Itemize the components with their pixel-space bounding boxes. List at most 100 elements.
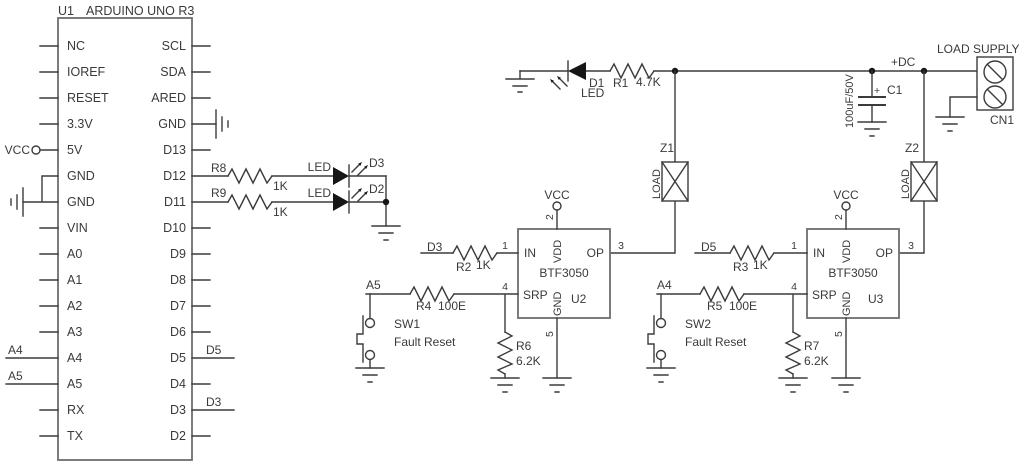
ground-icon <box>355 367 385 383</box>
pin-label-d5: D5 <box>170 351 186 365</box>
u2-pin3-number: 3 <box>618 240 624 252</box>
dc-net-label: +DC <box>891 55 916 69</box>
supply-rail: D1 LED R1 4.7K +DC <box>505 55 978 100</box>
pin-label-ioref: IOREF <box>67 65 106 79</box>
r2-value: 1K <box>476 258 491 272</box>
pin-label-vin: VIN <box>67 221 88 235</box>
pushbutton-icon <box>647 315 655 363</box>
pin-label-nc: NC <box>67 39 85 53</box>
capacitor-c1: + C1 100uF/50V <box>844 70 903 137</box>
vcc-net-label: VCC <box>544 188 570 202</box>
u2-pin1-number: 1 <box>502 240 508 252</box>
gnd-wires <box>22 175 59 203</box>
net-a4-u1: A4 <box>5 343 59 359</box>
cn1-refdes: CN1 <box>990 113 1014 127</box>
u3-gnd-label: GND <box>841 292 853 317</box>
switch-contact-icon <box>364 349 376 361</box>
ground-icon <box>215 109 229 139</box>
load-z2: Z2 LOAD <box>898 70 938 254</box>
pin-label-5v: 5V <box>67 143 83 157</box>
resistor-r9-icon <box>227 193 273 211</box>
r7-value: 6.2K <box>804 354 829 368</box>
ground-icon <box>542 377 572 393</box>
u3-pin5-number: 5 <box>833 331 845 337</box>
u3-pin2-number: 2 <box>833 214 845 220</box>
r9-refdes: R9 <box>211 186 227 200</box>
load-z1: Z1 LOAD <box>609 70 689 254</box>
gnd-left-u1 <box>10 175 59 217</box>
pin-label-gnd1: GND <box>67 169 95 183</box>
u3-input-network: D5 R3 1K A4 R5 100E R7 6.2K <box>656 240 829 393</box>
z2-label: LOAD <box>900 169 912 199</box>
pin-label-tx: TX <box>67 429 84 443</box>
sw2-label: Fault Reset <box>685 335 747 349</box>
pin-label-d12: D12 <box>163 169 186 183</box>
resistor-r6-icon <box>496 331 514 375</box>
pin-label-scl: SCL <box>162 39 186 53</box>
wires <box>365 293 519 379</box>
u3-op-label: OP <box>876 246 893 260</box>
switch-contact-icon <box>655 349 667 361</box>
z2-wires <box>898 70 925 254</box>
z1-label: LOAD <box>651 169 663 199</box>
pin-label-gnd2: GND <box>67 195 95 209</box>
net-d5-u1: D5 <box>191 343 235 359</box>
a5-net-label: A5 <box>366 278 381 292</box>
wires <box>656 293 808 379</box>
load-x-icon <box>661 161 689 202</box>
u3-pin3-number: 3 <box>908 240 914 252</box>
pin-label-d2: D2 <box>170 429 186 443</box>
u2-pin5-number: 5 <box>544 331 556 337</box>
vcc-net-label: VCC <box>5 143 31 157</box>
r3-refdes: R3 <box>733 260 749 274</box>
resistor-r8-icon <box>227 167 273 185</box>
pin-label-d3: D3 <box>170 403 186 417</box>
led-d1-icon <box>568 62 586 80</box>
ground-icon <box>857 121 887 137</box>
pin-label-ared: ARED <box>151 91 186 105</box>
u3-body <box>806 228 900 319</box>
pin-label-d13: D13 <box>163 143 186 157</box>
u2-pin4-number: 4 <box>502 281 508 293</box>
led-arrow-icon <box>357 190 369 202</box>
pin-label-d4: D4 <box>170 377 186 391</box>
a5-net-label: A5 <box>8 369 23 383</box>
net-a5-u1: A5 <box>5 369 59 385</box>
cn1-label: LOAD SUPPLY <box>937 42 1019 56</box>
resistor-r4-icon <box>409 285 455 303</box>
driver-u3: VCC 2 IN VDD OP BTF3050 SRP GND U3 1 3 4… <box>791 188 914 393</box>
u3-refdes: U3 <box>868 292 884 306</box>
pin-label-gndr: GND <box>158 117 186 131</box>
resistor-r2-icon <box>452 244 498 262</box>
led-d2-label: LED <box>308 186 332 200</box>
pin-label-sda: SDA <box>160 65 186 79</box>
u2-input-network: D3 R2 1K A5 R4 100E R6 6.2K <box>365 240 541 393</box>
screw-slot-icon <box>987 64 1003 105</box>
led-d2-icon <box>333 193 349 211</box>
d3-net-label: D3 <box>427 240 443 254</box>
arduino-right-stubs <box>191 45 211 437</box>
switch-sw2: SW2 Fault Reset <box>646 293 747 383</box>
pin-label-d10: D10 <box>163 221 186 235</box>
connector-cn1: LOAD SUPPLY CN1 <box>935 42 1019 132</box>
u3-in-label: IN <box>813 246 825 260</box>
pin-label-a3: A3 <box>67 325 82 339</box>
r6-refdes: R6 <box>516 339 532 353</box>
resistor-r1-icon <box>609 62 655 80</box>
z2-refdes: Z2 <box>905 141 919 155</box>
r3-value: 1K <box>753 258 768 272</box>
z1-wires <box>609 70 676 254</box>
u2-part-number: BTF3050 <box>539 266 589 280</box>
u2-gnd-label: GND <box>552 292 564 317</box>
vcc-port-u1: VCC <box>5 143 59 157</box>
u2-vdd-label: VDD <box>552 240 564 263</box>
arduino-u1: U1 ARDUINO UNO R3 NC IOREF RESET 3.3V 5V… <box>39 4 211 461</box>
r5-refdes: R5 <box>707 299 723 313</box>
pin-label-a5: A5 <box>67 377 82 391</box>
power-port-icon <box>841 201 851 211</box>
pin-label-a2: A2 <box>67 299 82 313</box>
led-arrow-icon <box>556 75 568 87</box>
pin-label-d11: D11 <box>164 195 186 209</box>
r4-refdes: R4 <box>416 299 432 313</box>
